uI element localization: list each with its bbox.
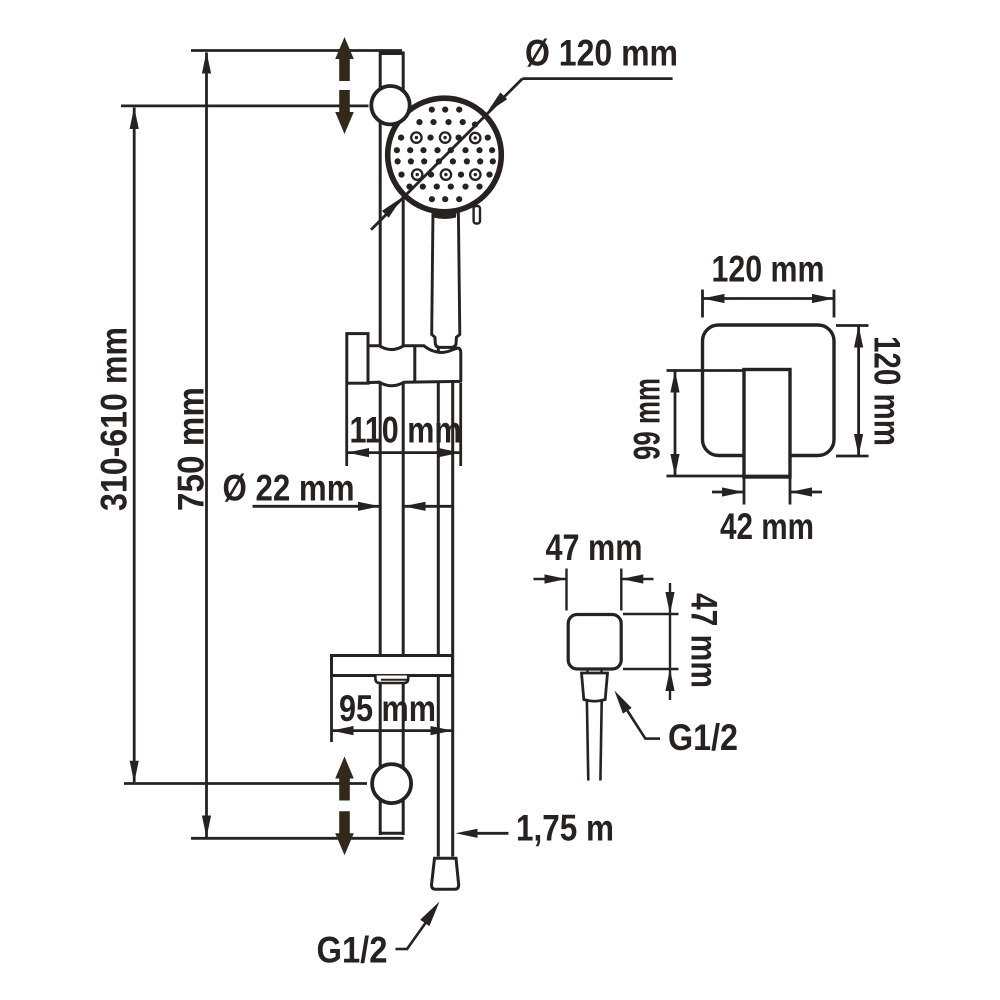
svg-text:47 mm: 47 mm [546, 527, 643, 568]
svg-text:95 mm: 95 mm [339, 688, 436, 729]
svg-text:G1/2: G1/2 [317, 930, 388, 971]
svg-text:310-610 mm: 310-610 mm [94, 327, 135, 511]
svg-text:42 mm: 42 mm [720, 506, 814, 547]
svg-text:1,75 m: 1,75 m [516, 808, 614, 849]
svg-text:G1/2: G1/2 [668, 717, 738, 758]
svg-text:47 mm: 47 mm [684, 593, 725, 688]
svg-text:Ø 120 mm: Ø 120 mm [525, 33, 678, 74]
svg-text:120 mm: 120 mm [867, 336, 908, 446]
svg-text:Ø 22 mm: Ø 22 mm [223, 468, 355, 509]
svg-text:750 mm: 750 mm [171, 387, 212, 511]
svg-text:110 mm: 110 mm [350, 410, 462, 451]
svg-text:120 mm: 120 mm [712, 249, 825, 290]
svg-text:99 mm: 99 mm [627, 378, 668, 460]
